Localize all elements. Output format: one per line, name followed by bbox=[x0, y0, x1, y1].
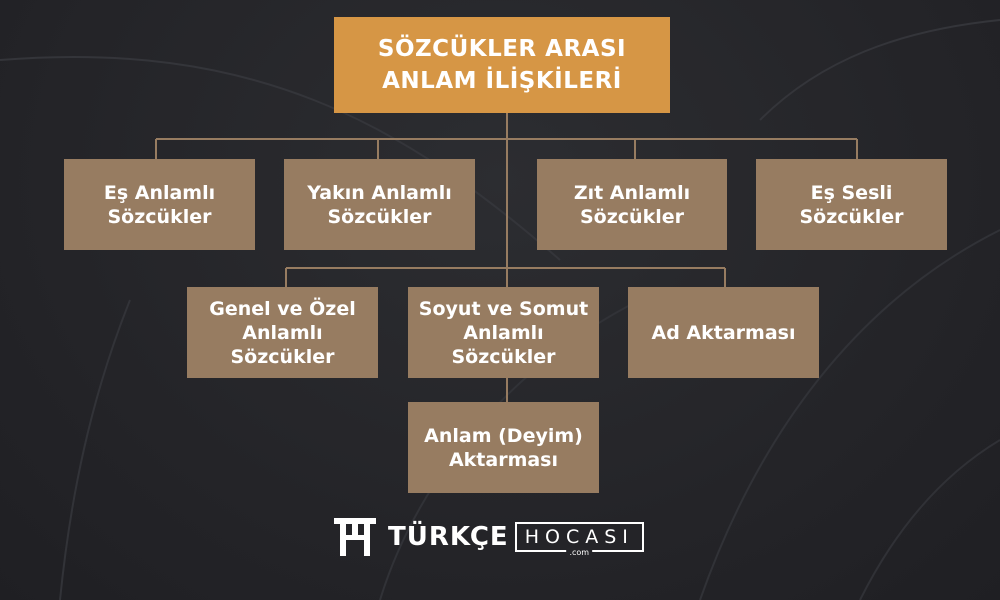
node-yakin-anlamli: Yakın Anlamlı Sözcükler bbox=[284, 159, 475, 250]
brand-logo: TÜRKÇE HOCASI .com bbox=[334, 518, 644, 558]
root-title: SÖZCÜKLER ARASI ANLAM İLİŞKİLERİ bbox=[377, 36, 627, 94]
root-title-box: SÖZCÜKLER ARASI ANLAM İLİŞKİLERİ bbox=[334, 17, 670, 113]
node-label: Eş Sesli Sözcükler bbox=[799, 181, 904, 228]
node-zit-anlamli: Zıt Anlamlı Sözcükler bbox=[537, 159, 727, 250]
node-label: Genel ve Özel Anlamlı Sözcükler bbox=[209, 297, 356, 368]
brand-word: TÜRKÇE bbox=[388, 522, 509, 552]
node-soyut-somut-anlamli: Soyut ve Somut Anlamlı Sözcükler bbox=[408, 287, 599, 378]
node-es-sesli: Eş Sesli Sözcükler bbox=[756, 159, 947, 250]
node-label: Eş Anlamlı Sözcükler bbox=[103, 181, 216, 228]
node-label: Zıt Anlamlı Sözcükler bbox=[573, 181, 691, 228]
brand-suffix: .com bbox=[566, 548, 593, 558]
node-label: Soyut ve Somut Anlamlı Sözcükler bbox=[418, 297, 589, 368]
node-anlam-deyim-aktarmasi: Anlam (Deyim) Aktarması bbox=[408, 402, 599, 493]
brand-boxed-word: HOCASI .com bbox=[514, 522, 644, 558]
brand-mark-icon bbox=[334, 518, 376, 556]
brand-boxed-text: HOCASI bbox=[524, 526, 634, 548]
node-genel-ozel-anlamli: Genel ve Özel Anlamlı Sözcükler bbox=[187, 287, 378, 378]
node-label: Ad Aktarması bbox=[651, 321, 796, 344]
node-ad-aktarmasi: Ad Aktarması bbox=[628, 287, 819, 378]
node-es-anlamli: Eş Anlamlı Sözcükler bbox=[64, 159, 255, 250]
node-label: Yakın Anlamlı Sözcükler bbox=[307, 181, 452, 228]
node-label: Anlam (Deyim) Aktarması bbox=[424, 424, 583, 471]
